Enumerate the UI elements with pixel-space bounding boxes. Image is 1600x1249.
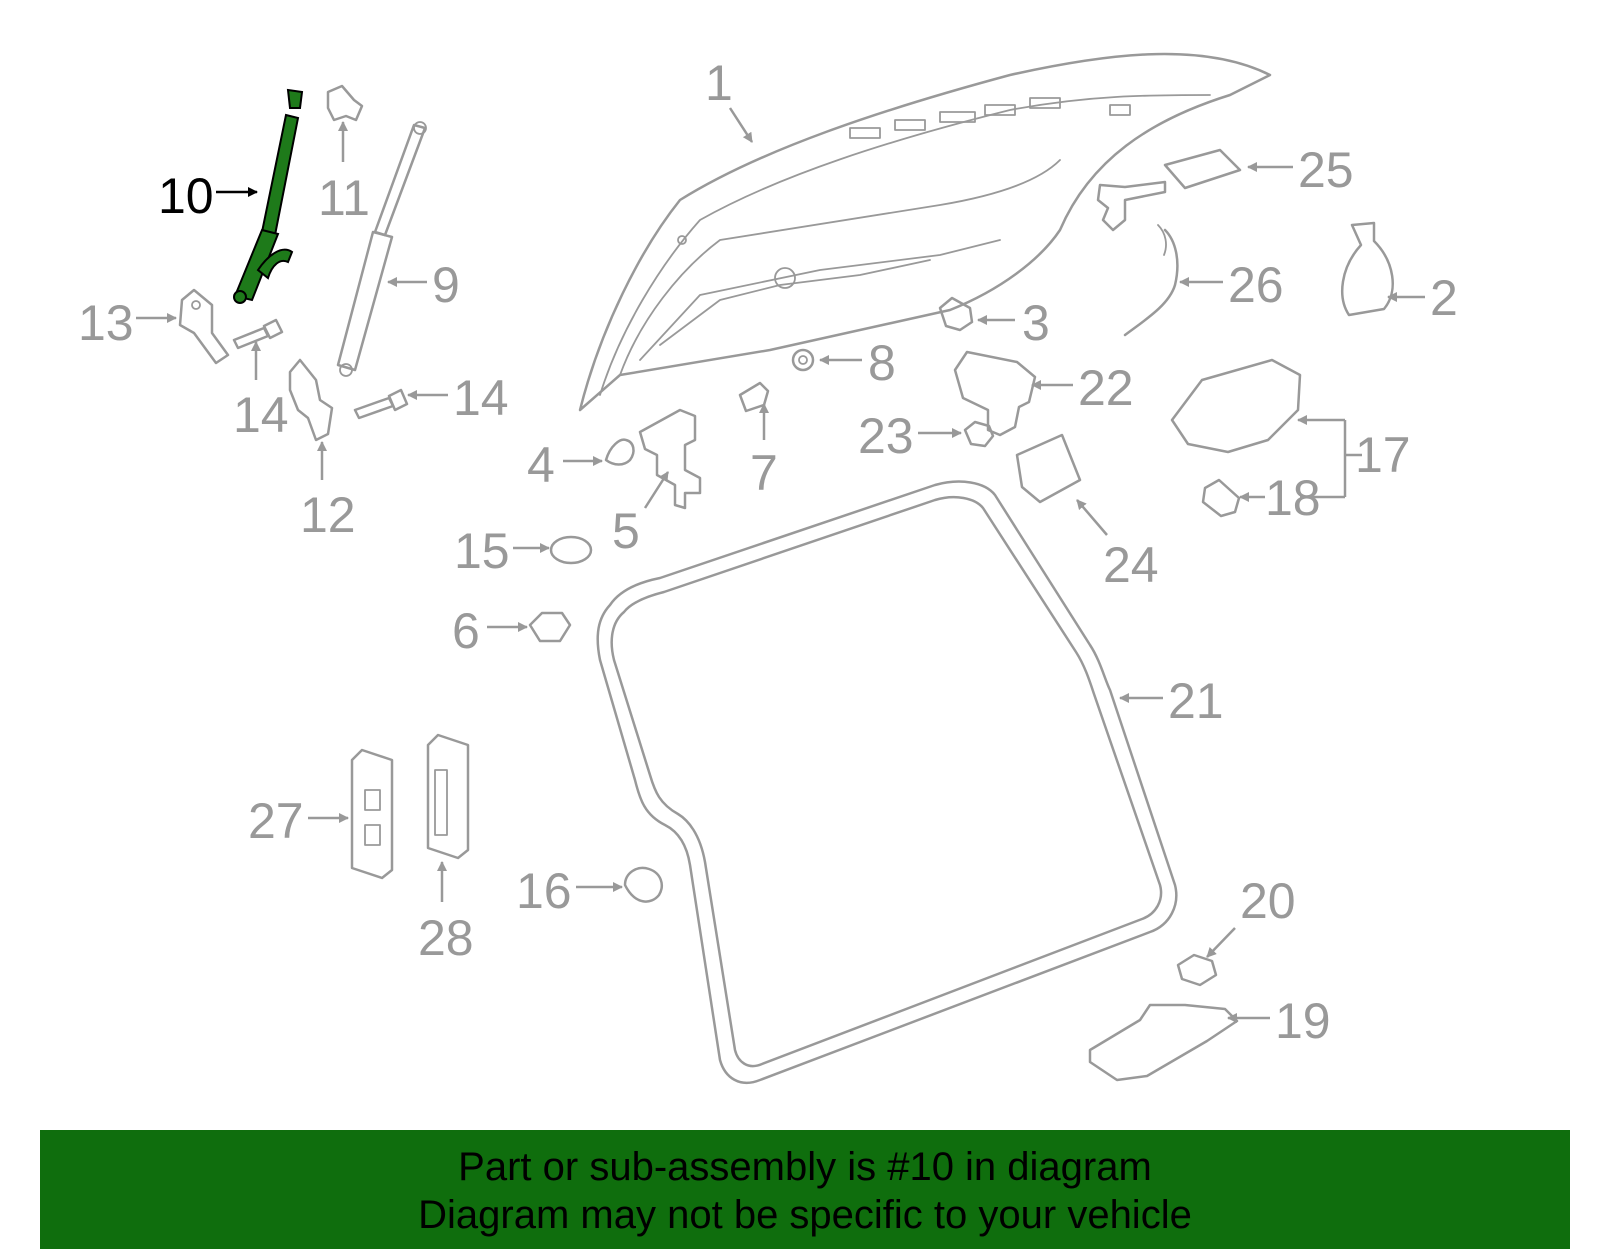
callout-16: 16 — [516, 863, 623, 919]
gas-strut-part — [336, 121, 427, 377]
callout-3-label: 3 — [1022, 295, 1050, 351]
callout-22: 22 — [1031, 360, 1134, 416]
callout-11: 11 — [318, 121, 370, 226]
callout-5: 5 — [612, 471, 670, 559]
callout-2: 2 — [1387, 270, 1458, 326]
callout-22-label: 22 — [1078, 360, 1134, 416]
callout-10-label: 10 — [158, 168, 214, 224]
callout-14-left: 14 — [233, 341, 289, 443]
callout-11-label: 11 — [318, 170, 370, 226]
callout-25: 25 — [1247, 142, 1354, 198]
callout-20-label: 20 — [1240, 873, 1296, 929]
callout-23: 23 — [858, 408, 962, 464]
callout-21-label: 21 — [1168, 673, 1224, 729]
callout-24-label: 24 — [1103, 537, 1159, 593]
callout-15-label: 15 — [454, 523, 510, 579]
liftgate-part — [578, 52, 1272, 412]
callout-5-label: 5 — [612, 503, 640, 559]
callout-9-label: 9 — [432, 257, 460, 313]
callout-4: 4 — [527, 437, 603, 493]
callout-12-label: 12 — [300, 487, 356, 543]
callout-7-label: 7 — [750, 445, 778, 501]
callout-7: 7 — [750, 403, 778, 501]
callout-16-label: 16 — [516, 863, 572, 919]
callout-13: 13 — [78, 295, 177, 351]
callout-26-label: 26 — [1228, 257, 1284, 313]
callout-14a-label: 14 — [233, 387, 289, 443]
callout-25-label: 25 — [1298, 142, 1354, 198]
callout-17-label: 17 — [1355, 427, 1411, 483]
callout-8-label: 8 — [868, 335, 896, 391]
callout-1: 1 — [705, 55, 754, 143]
callout-26: 26 — [1179, 257, 1284, 313]
callout-2-label: 2 — [1430, 270, 1458, 326]
callout-27-label: 27 — [248, 793, 304, 849]
callout-19-label: 19 — [1275, 993, 1331, 1049]
callout-27: 27 — [248, 793, 349, 849]
callout-4-label: 4 — [527, 437, 555, 493]
callout-14b-label: 14 — [453, 370, 509, 426]
callout-3: 3 — [977, 295, 1050, 351]
callout-6: 6 — [452, 603, 528, 659]
callout-14-right: 14 — [407, 370, 509, 426]
callout-10: 10 — [158, 168, 258, 224]
callout-20: 20 — [1206, 873, 1296, 958]
callout-8: 8 — [819, 335, 896, 391]
parts-diagram: 1 2 3 4 5 6 7 8 9 10 11 12 — [78, 52, 1458, 1085]
callout-17: 17 — [1297, 415, 1411, 497]
callout-1-label: 1 — [705, 55, 733, 111]
callout-13-label: 13 — [78, 295, 134, 351]
banner-line-1: Part or sub-assembly is #10 in diagram — [458, 1145, 1152, 1189]
callout-12: 12 — [300, 441, 356, 543]
callout-28-label: 28 — [418, 910, 474, 966]
misc-parts — [178, 84, 1394, 1082]
callout-24: 24 — [1076, 499, 1159, 593]
power-strut-part — [233, 88, 304, 304]
callout-18: 18 — [1239, 470, 1345, 526]
callout-28: 28 — [418, 861, 474, 966]
banner-line-2: Diagram may not be specific to your vehi… — [418, 1193, 1192, 1237]
weatherstrip-part — [596, 480, 1178, 1085]
callout-15: 15 — [454, 523, 550, 579]
callout-19: 19 — [1227, 993, 1331, 1049]
info-banner: Part or sub-assembly is #10 in diagram D… — [40, 1130, 1570, 1249]
callout-6-label: 6 — [452, 603, 480, 659]
callout-9: 9 — [387, 257, 460, 313]
callout-21: 21 — [1119, 673, 1224, 729]
callout-23-label: 23 — [858, 408, 914, 464]
